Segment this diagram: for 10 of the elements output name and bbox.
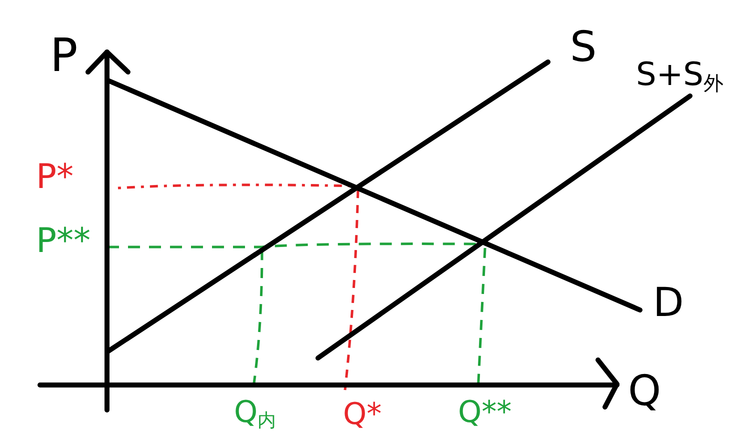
curve-label: S: [570, 26, 597, 68]
curve-label: D: [653, 283, 684, 323]
quantity-label: Q**: [458, 398, 512, 428]
price-label: P**: [36, 224, 91, 258]
price-label: P*: [36, 160, 74, 194]
curve-label: S+S$_{外}$: [636, 58, 724, 90]
quantity-label: Q*: [343, 400, 382, 430]
axis-label: Q: [628, 370, 662, 412]
axis-label: P: [50, 32, 78, 78]
quantity-label: Q$_{内}$: [234, 398, 277, 428]
